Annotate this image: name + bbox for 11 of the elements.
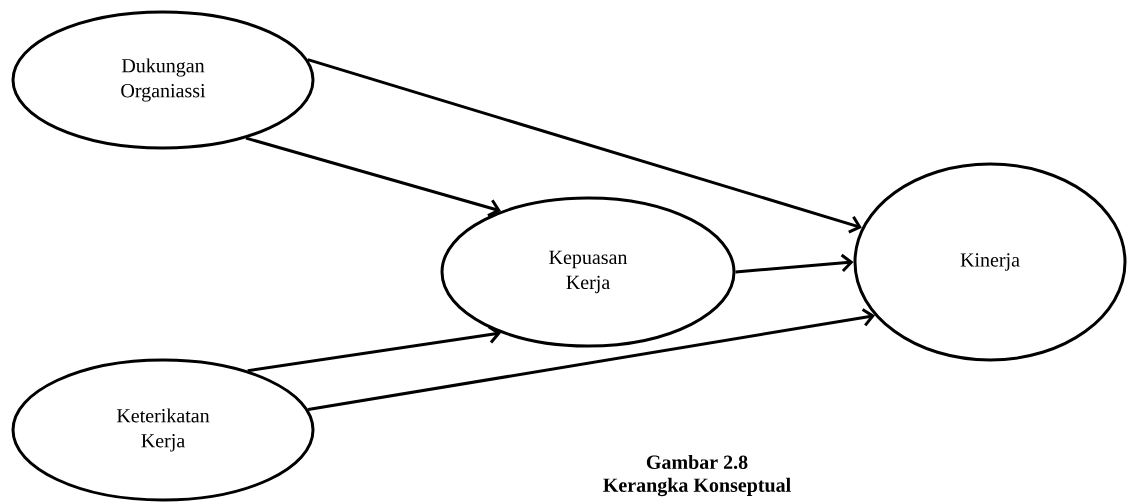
arrow bbox=[245, 136, 501, 217]
ellipse-node: Kepuasan Kerja bbox=[440, 196, 736, 348]
ellipse-node: Dukungan Organiassi bbox=[11, 10, 315, 150]
ellipse-node: Kinerja bbox=[853, 162, 1127, 362]
caption-text: Kerangka Konseptual bbox=[603, 477, 791, 497]
arrow bbox=[307, 308, 875, 412]
ellipse-node: Keterikatan Kerja bbox=[11, 358, 315, 502]
arrow bbox=[307, 58, 862, 234]
arrow bbox=[247, 325, 501, 373]
caption-text: Gambar 2.8 bbox=[646, 454, 748, 470]
arrow bbox=[735, 253, 854, 274]
